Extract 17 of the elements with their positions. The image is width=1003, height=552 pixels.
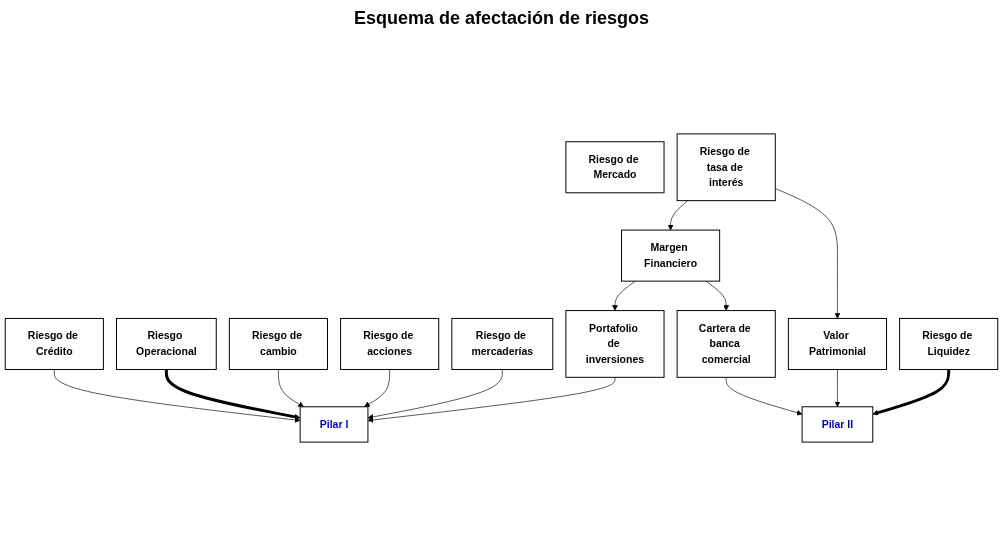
- node-box: Riesgo de Liquidez: [899, 317, 999, 370]
- node-box: Pilar I: [299, 406, 369, 443]
- node-box: Riesgo de cambio: [228, 317, 328, 370]
- node-box: Riesgo de Mercado: [565, 141, 665, 194]
- node-box: Riesgo de acciones: [340, 317, 440, 370]
- arrow: [872, 369, 951, 416]
- diagram-title: Esquema de afectación de riesgos: [352, 8, 651, 29]
- node-box: Valor Patrimonial: [787, 317, 887, 370]
- node-box: Pilar II: [801, 406, 874, 443]
- node-box: Riesgo de mercaderías: [451, 317, 554, 370]
- node-box: Margen Financiero: [621, 229, 721, 282]
- arrow: [164, 369, 301, 420]
- node-box: Portafolio de inversiones: [565, 310, 665, 378]
- node-box: Riesgo Operacional: [116, 317, 217, 370]
- node-box: Cartera de banca comercial: [676, 310, 776, 378]
- node-box: Riesgo de tasa de interés: [676, 133, 776, 202]
- node-box: Riesgo de Crédito: [4, 317, 104, 370]
